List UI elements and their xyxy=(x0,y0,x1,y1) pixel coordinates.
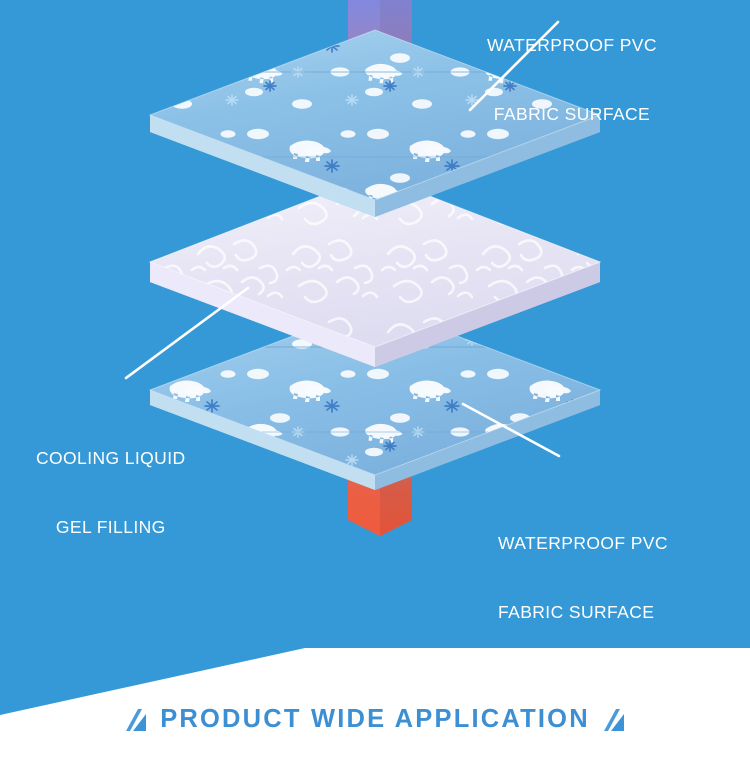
label-top-line1: WATERPROOF PVC xyxy=(487,35,657,55)
banner-title: PRODUCT WIDE APPLICATION xyxy=(160,704,590,733)
label-waterproof-pvc-fabric-surface: WATERPROOF PVC FABRIC SURFACE xyxy=(498,486,668,670)
label-top-line2: FABRIC SURFACE xyxy=(493,104,651,124)
label-gel-line1: COOLING LIQUID xyxy=(36,448,186,468)
slash-triangle-icon-left xyxy=(126,709,147,731)
leader-line-top-fabric xyxy=(468,20,560,112)
banner-row: PRODUCT WIDE APPLICATION xyxy=(0,696,750,742)
leader-line-gel xyxy=(124,286,250,380)
leader-line-bottom-fabric xyxy=(461,402,561,458)
footer-banner: PRODUCT WIDE APPLICATION xyxy=(0,648,750,778)
label-top-fabric-surface: WATERPROOF PVC FABRIC SURFACE xyxy=(487,0,657,172)
footer-diagonal-background xyxy=(0,648,750,778)
slash-triangle-icon-right xyxy=(603,709,624,731)
label-pvc-line1: WATERPROOF PVC xyxy=(498,533,668,553)
label-gel-line2: GEL FILLING xyxy=(55,517,166,537)
label-pvc-line2: FABRIC SURFACE xyxy=(498,602,655,622)
label-cooling-liquid-gel-filling: COOLING LIQUID GEL FILLING xyxy=(36,401,186,585)
